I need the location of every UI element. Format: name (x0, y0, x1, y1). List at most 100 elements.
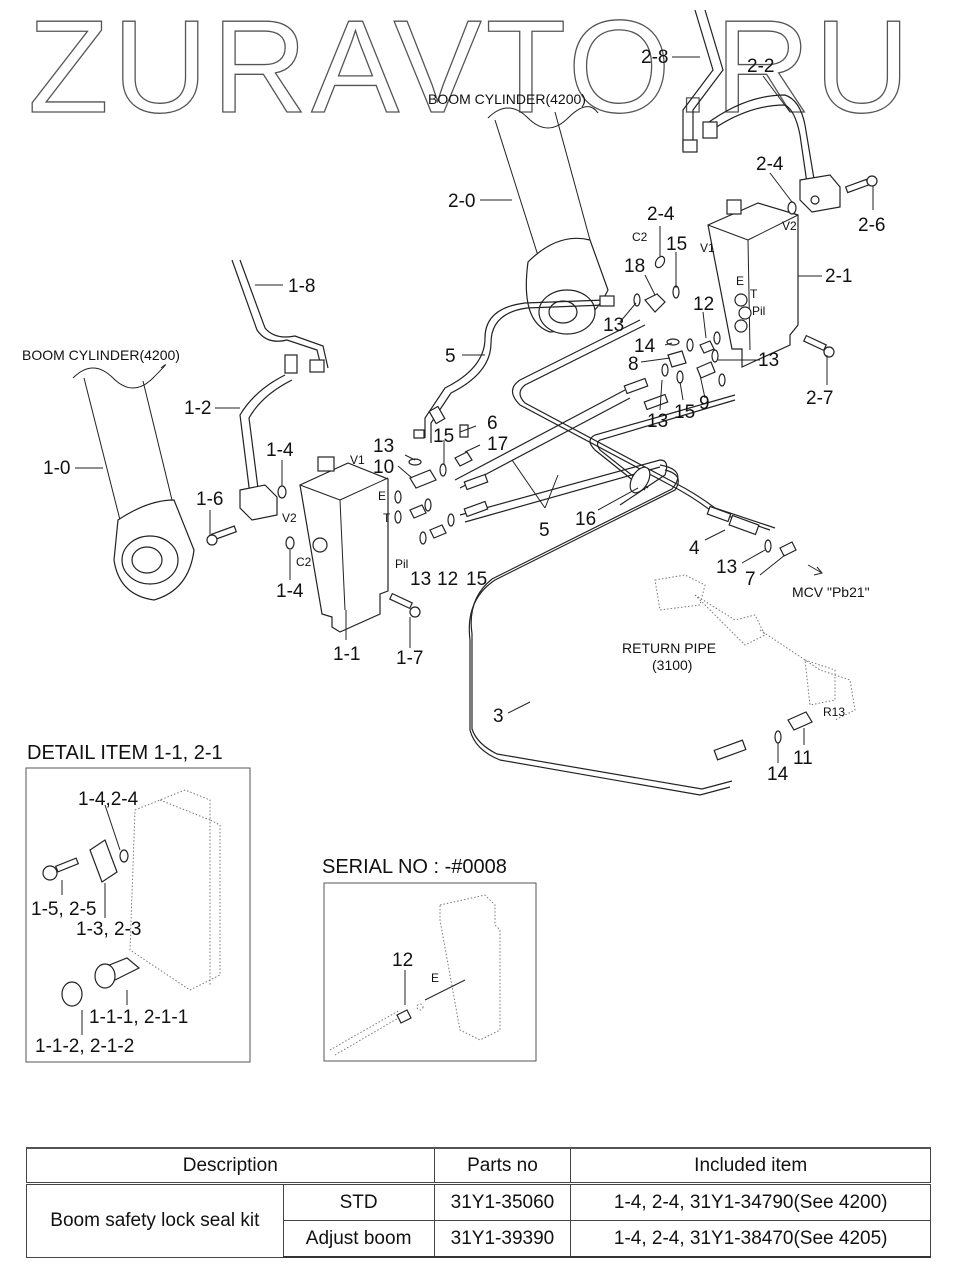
watermark-text: ZURAVTO.RU (28, 0, 914, 140)
detail-callout-2: 1-5, 2-5 (31, 899, 96, 920)
table-row: Boom safety lock seal kit STD 31Y1-35060… (26, 1183, 931, 1258)
boom-cylinder-label-top: BOOM CYLINDER(4200) (428, 91, 586, 107)
callout-2-0: 2-0 (448, 191, 475, 212)
callout-14a: 14 (634, 336, 656, 357)
center-fittings (633, 285, 726, 387)
parts-no-cell: 31Y1-35060 (433, 1183, 572, 1221)
tee-fitting-11 (787, 711, 813, 731)
boom-cylinder-left (72, 364, 195, 601)
callout-17: 17 (487, 434, 508, 455)
hose-4-fitting (728, 514, 760, 536)
detail-panel-drawing (42, 789, 221, 1035)
mcv-label: MCV "Pb21" (792, 584, 870, 600)
parts-no-cell: 31Y1-39390 (433, 1220, 572, 1258)
serial-panel-drawing (329, 894, 501, 1056)
header-description: Description (26, 1147, 435, 1185)
callout-8: 8 (628, 354, 639, 375)
detail-callout-4: 1-1-1, 2-1-1 (89, 1007, 188, 1028)
callout-1-4a: 1-4 (266, 440, 294, 461)
pipe-1-8 (231, 259, 329, 373)
callout-13a: 13 (603, 315, 624, 336)
port-v2-right: V2 (782, 219, 797, 233)
callout-13c: 13 (647, 411, 668, 432)
o-ring-1-4b (285, 536, 295, 550)
callout-13f: 13 (716, 557, 737, 578)
bolt-1-6 (206, 525, 238, 546)
bolt-2-7 (802, 334, 835, 358)
return-pipe-number: (3100) (652, 657, 692, 673)
callout-2-1: 2-1 (825, 266, 852, 287)
valve-block-2-1 (707, 199, 799, 368)
callout-11: 11 (793, 748, 813, 769)
o-ring-1-4a (277, 485, 287, 499)
callout-18: 18 (624, 256, 645, 277)
port-c2-left: C2 (296, 555, 312, 569)
callout-2-6: 2-6 (858, 215, 885, 236)
tee-fitting-7 (779, 541, 797, 557)
bolt-1-7 (388, 592, 421, 618)
boom-cylinder-label-left: BOOM CYLINDER(4200) (22, 347, 180, 363)
callout-15a: 15 (666, 234, 687, 255)
callout-2-2: 2-2 (747, 56, 774, 77)
port-t-left: T (383, 511, 391, 525)
return-pipe-ghost (654, 574, 856, 721)
detail-panel-frame (25, 767, 251, 1063)
port-pil-right: Pil (752, 304, 765, 318)
callout-13e: 13 (410, 569, 431, 590)
port-c2-right: C2 (632, 230, 648, 244)
hoses-center (454, 319, 776, 531)
callout-1-6: 1-6 (196, 489, 223, 510)
callout-1-2: 1-2 (184, 398, 211, 419)
boom-cylinder-right (487, 106, 609, 335)
callout-9: 9 (699, 393, 710, 414)
included-cell: 1-4, 2-4, 31Y1-34790(See 4200) (570, 1183, 931, 1221)
port-v1-left: V1 (350, 453, 365, 467)
serial-panel-frame (323, 882, 537, 1062)
callout-1-8: 1-8 (288, 276, 315, 297)
variant-cell: Adjust boom (282, 1220, 435, 1258)
callout-1-1: 1-1 (333, 644, 360, 665)
variant-cell: STD (282, 1183, 435, 1221)
callout-2-7: 2-7 (806, 388, 833, 409)
port-r13-label: R13 (823, 705, 845, 719)
callout-5a: 5 (445, 346, 456, 367)
callout-2-4b: 2-4 (647, 204, 675, 225)
included-cell: 1-4, 2-4, 31Y1-38470(See 4205) (570, 1220, 931, 1258)
port-pil-left: Pil (395, 557, 408, 571)
callout-13d: 13 (373, 436, 394, 457)
return-pipe-3 (468, 464, 747, 796)
hose-5 (424, 295, 615, 443)
callout-4: 4 (689, 538, 700, 559)
detail-callout-3: 1-3, 2-3 (76, 919, 141, 940)
port-v2-left: V2 (282, 511, 297, 525)
o-ring-13 (764, 539, 772, 553)
pipe-2-2 (702, 94, 841, 213)
callout-3: 3 (493, 706, 504, 727)
header-parts-no: Parts no (433, 1147, 572, 1185)
callout-12b: 12 (437, 569, 458, 590)
callout-7: 7 (745, 569, 756, 590)
callout-5b: 5 (539, 520, 550, 541)
valve-block-1-1 (299, 456, 389, 633)
bolt-2-6 (844, 175, 878, 194)
callout-16: 16 (575, 509, 596, 530)
callout-1-7: 1-7 (396, 648, 423, 669)
serial-port-e: E (431, 971, 439, 985)
callout-13b: 13 (758, 350, 779, 371)
return-pipe-label: RETURN PIPE (622, 640, 716, 656)
callout-6: 6 (487, 413, 498, 434)
o-ring-14 (774, 730, 782, 744)
callout-2-8: 2-8 (641, 47, 668, 68)
table-header-row: Description Parts no Included item (26, 1147, 931, 1185)
detail-panel-title: DETAIL ITEM 1-1, 2-1 (27, 742, 223, 764)
o-ring-2-4b (654, 255, 666, 269)
serial-callout-12: 12 (392, 950, 413, 971)
port-e-left: E (378, 489, 386, 503)
header-included-item: Included item (570, 1147, 931, 1185)
callout-15c: 15 (433, 426, 454, 447)
port-t-right: T (750, 287, 758, 301)
pipe-1-2 (239, 354, 298, 521)
table-row: Adjust boom 31Y1-39390 1-4, 2-4, 31Y1-38… (27, 1220, 931, 1258)
clamp-16 (629, 466, 651, 494)
